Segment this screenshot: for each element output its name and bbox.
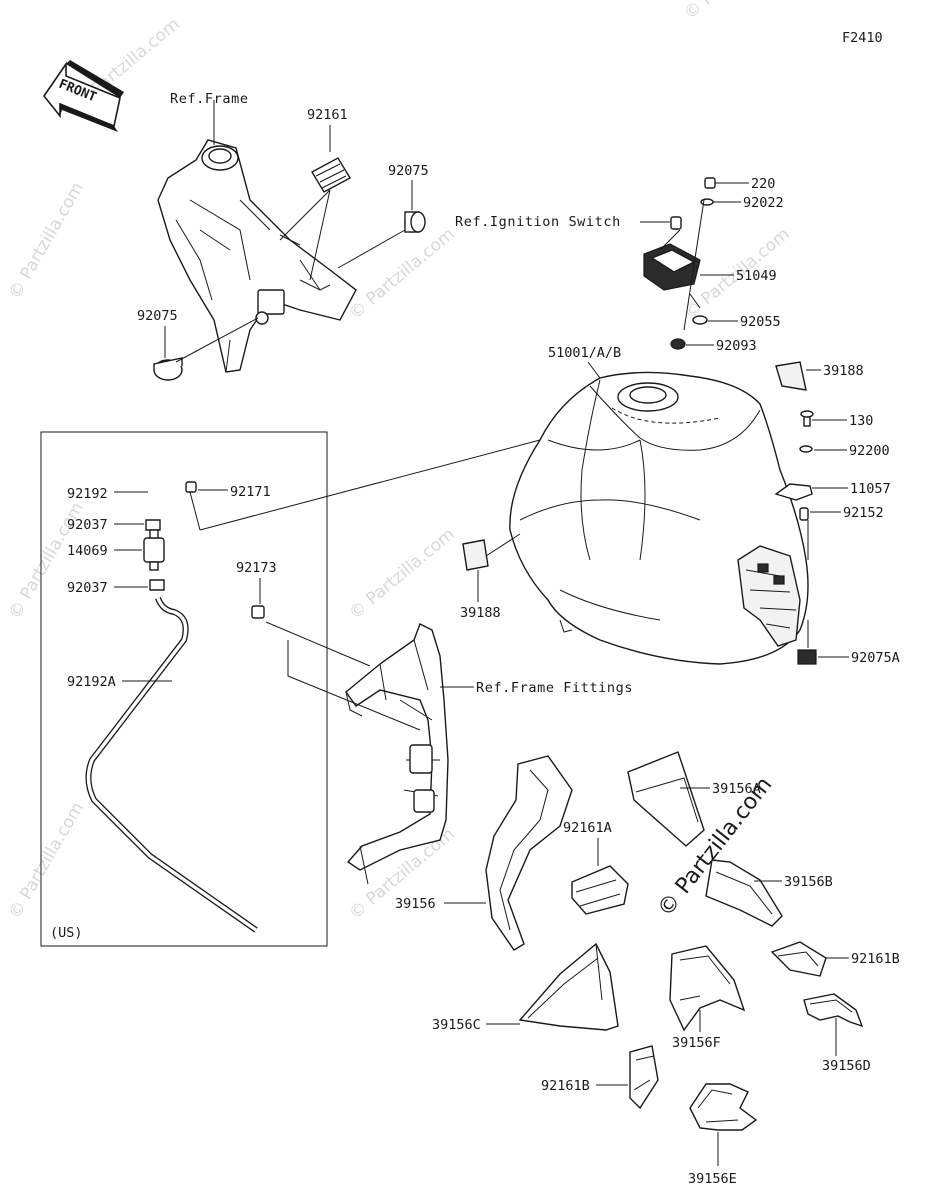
part-label: 39156E (688, 1171, 737, 1187)
part-label: 39156D (822, 1058, 871, 1074)
ref-ignition-label: Ref.Ignition Switch (455, 214, 621, 230)
fuel-tank (509, 371, 809, 665)
watermark: © Partzilla.com (345, 224, 458, 324)
part-label: 92161A (563, 820, 612, 836)
part-label: 92171 (230, 484, 271, 500)
watermark: © Partzilla.com (5, 179, 88, 303)
ref-frame-label: Ref.Frame (170, 91, 249, 107)
leader-line (279, 125, 331, 281)
cover-39156E (689, 1083, 758, 1131)
leader-line (164, 317, 259, 363)
pad-39188 (462, 539, 489, 571)
rubber-pad-92161 (311, 157, 351, 193)
cover-39156 (485, 755, 573, 951)
tank-mount-parts (774, 361, 817, 665)
part-label: 92161B (541, 1078, 590, 1094)
watermark: © Partzilla.com (345, 524, 458, 624)
frame-drawing (157, 100, 357, 373)
part-label: 92037 (67, 517, 108, 533)
cover-39156B (705, 859, 783, 927)
cover-39156D (803, 993, 864, 1028)
leader-line (337, 180, 413, 269)
watermark: © Partzilla.com (680, 0, 793, 24)
part-label: 92075 (388, 163, 429, 179)
part-label: 92055 (740, 314, 781, 330)
part-label: 220 (751, 176, 775, 192)
ignition-cover-parts (643, 177, 716, 350)
ref-frame-fittings-label: Ref.Frame Fittings (476, 680, 633, 696)
leader-line (189, 491, 201, 531)
part-label: 39156C (432, 1017, 481, 1033)
part-label: 39188 (460, 605, 501, 621)
part-label: 39156F (672, 1035, 721, 1051)
leader-line (477, 533, 521, 602)
damper-92075 (153, 357, 183, 381)
part-label: 92192A (67, 674, 116, 690)
cover-39156C (518, 942, 619, 1031)
part-label: 92075A (851, 650, 900, 666)
damper-92075 (404, 211, 426, 233)
us-group-label: (US) (50, 925, 83, 941)
part-label: 51001/A/B (548, 345, 621, 361)
diagram-code: F2410 (842, 30, 883, 46)
part-label: 92161 (307, 107, 348, 123)
pad-92161A (571, 865, 629, 915)
part-label: 92200 (849, 443, 890, 459)
part-label: 92075 (137, 308, 178, 324)
leader-line (199, 361, 601, 531)
leader-line (807, 520, 849, 658)
part-label: 92037 (67, 580, 108, 596)
part-label: 92173 (236, 560, 277, 576)
leader-line (259, 578, 421, 731)
part-label: 39156 (395, 896, 436, 912)
part-label: 92152 (843, 505, 884, 521)
evap-hoses (85, 454, 258, 933)
watermark: © Partzilla.com (5, 799, 88, 923)
part-label: 51049 (736, 268, 777, 284)
part-label: 92192 (67, 486, 108, 502)
part-label: 39156B (784, 874, 833, 890)
part-label: 130 (849, 413, 873, 429)
cover-39156A (627, 751, 705, 847)
part-label: 39156A (712, 781, 761, 797)
cover-39156F (669, 945, 746, 1032)
part-label: 14069 (67, 543, 108, 559)
part-label: 11057 (850, 481, 891, 497)
leader-line (659, 199, 705, 331)
frame-fittings-drawing (251, 605, 449, 885)
pad-92161B (629, 1045, 659, 1110)
part-label: 92022 (743, 195, 784, 211)
part-label: 92093 (716, 338, 757, 354)
part-label: 92161B (851, 951, 900, 967)
pad-92161B (770, 941, 827, 977)
part-label: 39188 (823, 363, 864, 379)
us-group-box (40, 431, 328, 947)
